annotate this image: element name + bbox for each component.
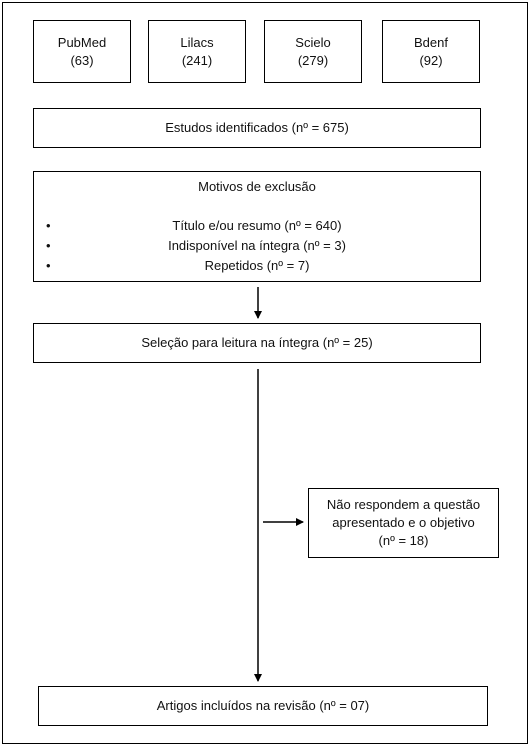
- bullet-icon: •: [46, 238, 51, 253]
- bullet-icon: •: [46, 258, 51, 273]
- identified-box: Estudos identificados (nº = 675): [33, 108, 481, 148]
- selection-label: Seleção para leitura na íntegra (nº = 25…: [141, 335, 373, 350]
- exclusion-item-label: Repetidos (nº = 7): [204, 258, 310, 273]
- exclusion-item: • Título e/ou resumo (nº = 640): [34, 216, 480, 236]
- source-name: Bdenf: [414, 34, 448, 50]
- excluded-side-line1: Não respondem a questão: [326, 497, 481, 512]
- bullet-icon: •: [46, 218, 51, 233]
- identified-label: Estudos identificados (nº = 675): [165, 120, 349, 135]
- source-box-scielo: Scielo (279): [264, 20, 362, 83]
- source-count: (92): [419, 52, 443, 68]
- source-count: (279): [297, 52, 329, 68]
- source-name: Lilacs: [180, 34, 214, 50]
- source-count: (241): [181, 52, 213, 68]
- excluded-side-line3: (nº = 18): [378, 533, 429, 548]
- excluded-side-box: Não respondem a questão apresentado e o …: [308, 488, 499, 558]
- source-name: PubMed: [57, 34, 107, 50]
- source-box-lilacs: Lilacs (241): [148, 20, 246, 83]
- exclusion-box: Motivos de exclusão • Título e/ou resumo…: [33, 171, 481, 282]
- included-label: Artigos incluídos na revisão (nº = 07): [156, 698, 370, 713]
- exclusion-item: • Indisponível na íntegra (nº = 3): [34, 236, 480, 256]
- source-box-pubmed: PubMed (63): [33, 20, 131, 83]
- source-box-bdenf: Bdenf (92): [382, 20, 480, 83]
- exclusion-list: • Título e/ou resumo (nº = 640) • Indisp…: [34, 216, 480, 276]
- source-count: (63): [70, 52, 94, 68]
- exclusion-item-label: Título e/ou resumo (nº = 640): [172, 218, 342, 233]
- exclusion-item-label: Indisponível na íntegra (nº = 3): [168, 238, 346, 253]
- excluded-side-line2: apresentado e o objetivo: [332, 515, 475, 530]
- exclusion-item: • Repetidos (nº = 7): [34, 256, 480, 276]
- source-name: Scielo: [295, 34, 331, 50]
- exclusion-title: Motivos de exclusão: [198, 179, 316, 194]
- included-box: Artigos incluídos na revisão (nº = 07): [38, 686, 488, 726]
- selection-box: Seleção para leitura na íntegra (nº = 25…: [33, 323, 481, 363]
